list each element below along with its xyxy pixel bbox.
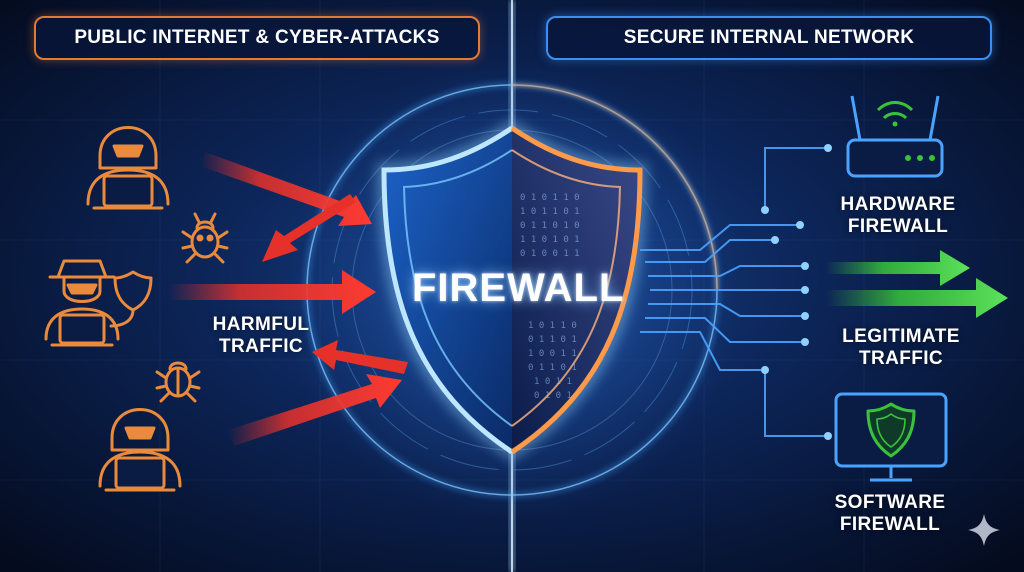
sparkle-icon <box>968 514 1000 546</box>
secure-network-title: SECURE INTERNAL NETWORK <box>546 16 992 60</box>
green-arrow-bottom <box>826 278 1008 318</box>
hardware-firewall-line1: HARDWARE <box>840 194 956 215</box>
software-firewall-line1: SOFTWARE <box>834 492 946 513</box>
svg-text:0 1 0 1: 0 1 0 1 <box>534 391 572 401</box>
svg-text:1 0 0 1 1: 1 0 0 1 1 <box>528 349 577 359</box>
software-firewall-line2: FIREWALL <box>839 514 941 535</box>
harmful-traffic-label: HARMFUL TRAFFIC <box>196 314 326 358</box>
hacker-icon <box>44 259 120 347</box>
svg-text:1 0 1 1: 1 0 1 1 <box>534 377 572 387</box>
svg-text:0 1 1 0 1: 0 1 1 0 1 <box>528 363 577 373</box>
legitimate-traffic-line1: LEGITIMATE <box>842 326 960 347</box>
shield-icon <box>109 270 153 328</box>
red-arrow-bounce <box>312 340 408 374</box>
binary-code-pattern: 0 1 0 1 1 0 1 0 1 1 0 1 0 1 1 0 1 0 1 1 … <box>520 193 580 401</box>
public-internet-title: PUBLIC INTERNET & CYBER-ATTACKS <box>34 16 480 60</box>
hardware-firewall-label: HARDWARE FIREWALL <box>830 194 966 238</box>
circuit-traces <box>640 147 828 437</box>
red-arrow-deflected <box>262 194 356 262</box>
hacker-icon <box>86 126 170 210</box>
legitimate-traffic-arrows <box>826 250 1008 318</box>
red-arrow-middle <box>168 270 376 314</box>
circuit-nodes <box>761 144 832 440</box>
harmful-traffic-arrows <box>168 152 408 446</box>
monitor-shield-icon <box>834 392 948 482</box>
router-icon <box>846 95 944 178</box>
legitimate-traffic-label: LEGITIMATE TRAFFIC <box>826 326 976 370</box>
legitimate-traffic-line2: TRAFFIC <box>858 348 944 369</box>
hacker-icon <box>98 408 182 492</box>
svg-text:0 1 1 0 1 0: 0 1 1 0 1 0 <box>520 221 580 231</box>
public-internet-title-text: PUBLIC INTERNET & CYBER-ATTACKS <box>74 27 440 48</box>
svg-text:1 0 1 1 0 1: 1 0 1 1 0 1 <box>520 207 580 217</box>
green-arrow-top <box>826 250 970 286</box>
svg-text:0 1 0 1 1 0: 0 1 0 1 1 0 <box>520 193 580 203</box>
secure-network-title-text: SECURE INTERNAL NETWORK <box>623 27 915 48</box>
firewall-label: FIREWALL <box>412 266 625 310</box>
hardware-firewall-line2: FIREWALL <box>847 216 949 237</box>
bug-icon <box>181 212 229 264</box>
software-firewall-label: SOFTWARE FIREWALL <box>820 492 960 536</box>
firewall-shield <box>376 119 648 461</box>
svg-text:1 0 1 1 0: 1 0 1 1 0 <box>528 321 577 331</box>
svg-text:0 1 0 0 1 1: 0 1 0 0 1 1 <box>520 249 580 259</box>
red-arrow-bottom <box>228 374 402 446</box>
harmful-traffic-line2: TRAFFIC <box>218 336 304 357</box>
harmful-traffic-line1: HARMFUL <box>212 314 310 335</box>
bug-icon <box>155 361 201 403</box>
svg-text:0 1 1 0 1: 0 1 1 0 1 <box>528 335 577 345</box>
svg-text:1 1 0 1 0 1: 1 1 0 1 0 1 <box>520 235 580 245</box>
